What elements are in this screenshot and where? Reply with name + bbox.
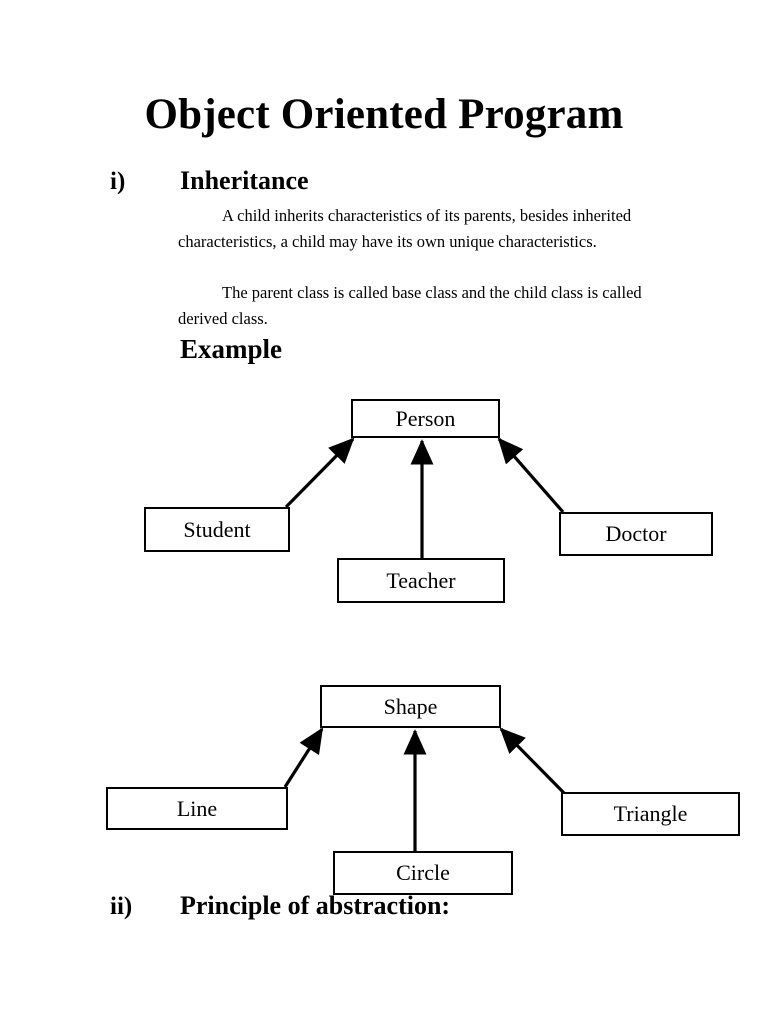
- inheritance-arrows-shape: [283, 727, 566, 851]
- section-marker: ii): [110, 893, 133, 920]
- paragraph-text: A child inherits characteristics of its …: [178, 206, 632, 251]
- subheading-example: Example: [180, 334, 283, 364]
- paragraph-inheritance-definition: A child inherits characteristics of its …: [178, 203, 660, 254]
- class-box-label: Shape: [383, 693, 438, 719]
- inheritance-arrows-person: [284, 437, 565, 558]
- class-box-label: Doctor: [605, 521, 667, 546]
- class-box-student: Student: [144, 507, 290, 552]
- class-box-teacher: Teacher: [337, 558, 505, 603]
- class-box-person: Person: [351, 399, 500, 438]
- arrow-doctor-to-person: [497, 437, 565, 514]
- paragraph-base-derived-class: The parent class is called base class an…: [178, 280, 660, 331]
- class-box-label: Student: [183, 516, 251, 542]
- section-marker: i): [110, 168, 126, 195]
- arrow-triangle-to-shape: [499, 727, 566, 795]
- class-box-doctor: Doctor: [559, 512, 713, 556]
- class-box-label: Triangle: [613, 801, 688, 826]
- arrow-student-to-person: [284, 437, 355, 509]
- class-box-circle: Circle: [333, 851, 513, 895]
- inheritance-diagram-person: Person Student Teacher Doctor: [0, 385, 768, 620]
- paragraph-text: The parent class is called base class an…: [178, 283, 642, 328]
- section-heading-label: Inheritance: [180, 166, 309, 195]
- class-box-shape: Shape: [320, 685, 501, 728]
- class-box-triangle: Triangle: [561, 792, 740, 836]
- section-heading-abstraction: ii) Principle of abstraction:: [110, 891, 450, 921]
- arrow-line-to-shape: [283, 727, 324, 788]
- class-box-label: Person: [395, 405, 456, 431]
- class-box-label: Circle: [396, 860, 450, 885]
- inheritance-diagram-shape: Shape Line Circle Triangle: [0, 670, 768, 905]
- section-heading-inheritance: i) Inheritance: [110, 166, 309, 196]
- class-box-line: Line: [106, 787, 288, 830]
- class-box-label: Teacher: [386, 567, 456, 593]
- section-heading-label: Principle of abstraction:: [180, 891, 451, 920]
- class-box-label: Line: [176, 795, 218, 821]
- page-title: Object Oriented Program: [144, 91, 624, 138]
